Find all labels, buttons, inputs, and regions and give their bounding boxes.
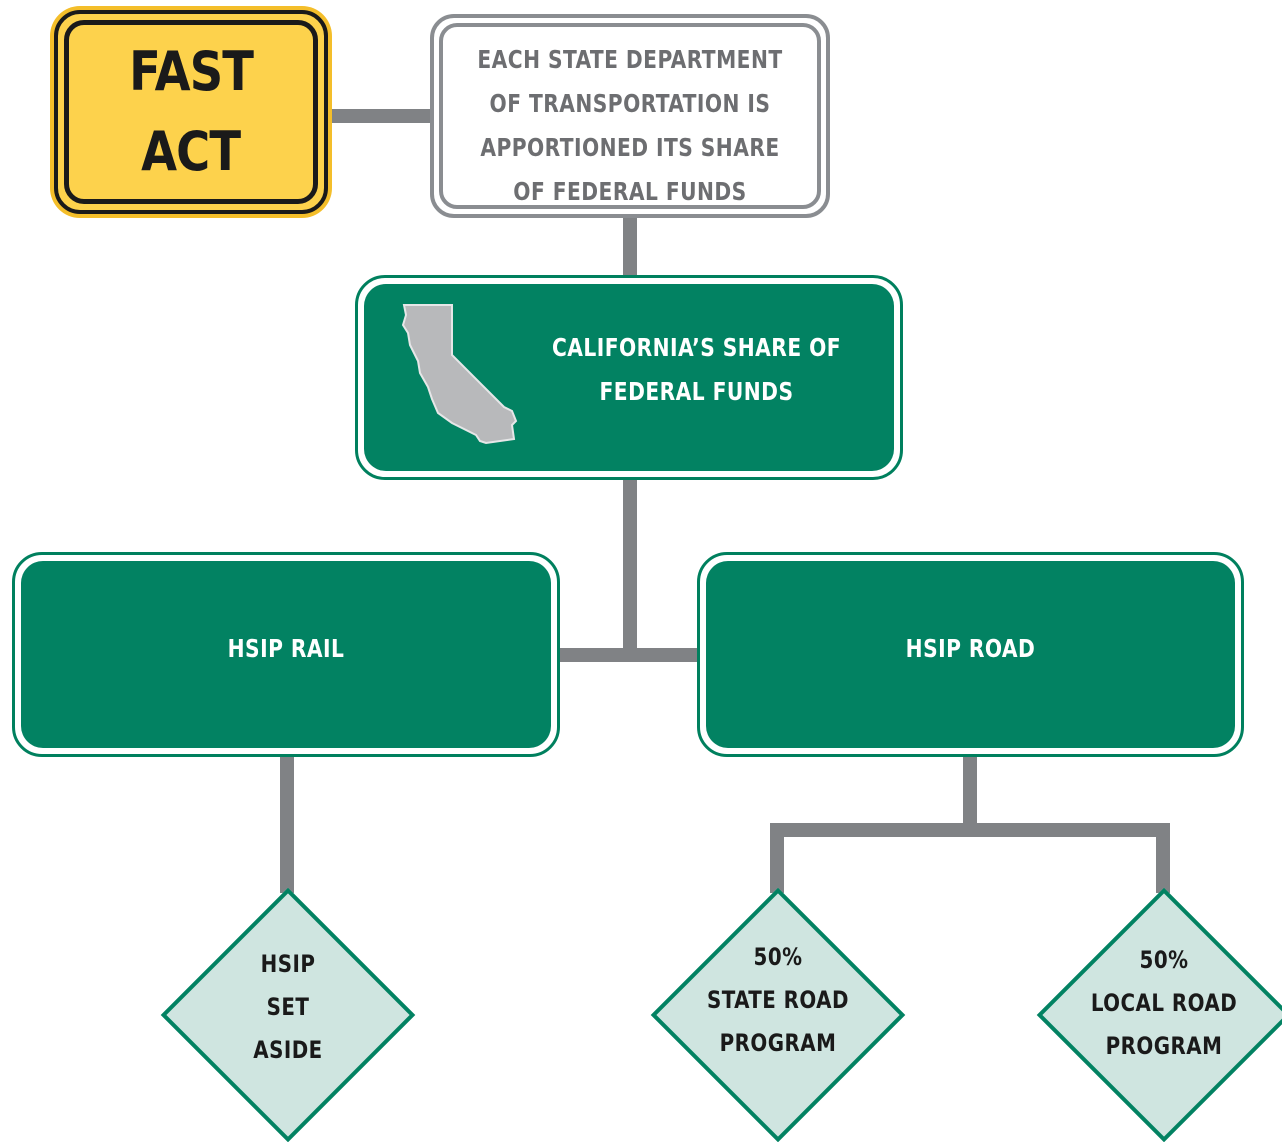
california-line: CALIFORNIA’S SHARE OF [551, 333, 842, 362]
connector-dot-to-california [623, 216, 637, 278]
fast-act-line2: ACT [141, 120, 241, 183]
hsip-rail-text: HSIP RAIL [227, 634, 345, 663]
state-road-line: PROGRAM [719, 1029, 837, 1057]
hsip-rail-label: HSIP RAIL [15, 627, 557, 671]
connector-rail-to-setaside [280, 753, 294, 893]
fast-act-line1: FAST [128, 40, 254, 103]
state-dot-line: APPORTIONED ITS SHARE [480, 133, 780, 162]
local-road-line: 50% [1139, 946, 1189, 974]
state-road-program-diamond: 50% STATE ROAD PROGRAM [650, 887, 906, 1142]
connector-fastact-to-dot [326, 109, 432, 123]
hsip-road-label: HSIP ROAD [700, 627, 1241, 671]
local-road-line: PROGRAM [1105, 1032, 1223, 1060]
local-road-line: LOCAL ROAD [1090, 989, 1238, 1017]
local-road-text: 50% LOCAL ROAD PROGRAM [1037, 939, 1282, 1068]
california-line: FEDERAL FUNDS [599, 377, 794, 406]
state-dot-box: EACH STATE DEPARTMENT OF TRANSPORTATION … [430, 14, 830, 218]
hsip-rail-sign: HSIP RAIL [12, 552, 560, 757]
hsip-road-sign: HSIP ROAD [697, 552, 1244, 757]
set-aside-line: SET [266, 993, 310, 1021]
california-share-label: CALIFORNIA’S SHARE OF FEDERAL FUNDS [533, 326, 860, 414]
state-dot-line: OF FEDERAL FUNDS [513, 177, 747, 206]
connector-road-down [963, 753, 977, 823]
fast-act-sign: FAST ACT [54, 10, 328, 214]
hsip-road-text: HSIP ROAD [905, 634, 1036, 663]
state-road-line: 50% [753, 943, 803, 971]
set-aside-line: HSIP [260, 950, 316, 978]
connector-road-split [770, 823, 1170, 837]
hsip-rail-panel [21, 561, 551, 748]
connector-horizontal-rail-road [556, 648, 701, 662]
state-road-text: 50% STATE ROAD PROGRAM [651, 936, 905, 1065]
state-dot-line: EACH STATE DEPARTMENT [477, 45, 783, 74]
california-map-icon [401, 304, 518, 445]
state-dot-inner-border [439, 23, 821, 209]
connector-california-down [623, 478, 637, 658]
state-dot-line: OF TRANSPORTATION IS [489, 89, 771, 118]
connector-to-local-road [1156, 823, 1170, 893]
connector-to-state-road [770, 823, 784, 893]
state-dot-text: EACH STATE DEPARTMENT OF TRANSPORTATION … [434, 38, 826, 214]
hsip-set-aside-diamond: HSIP SET ASIDE [160, 887, 416, 1142]
state-road-line: STATE ROAD [707, 986, 849, 1014]
hsip-road-panel [706, 561, 1235, 748]
local-road-program-diamond: 50% LOCAL ROAD PROGRAM [1036, 887, 1282, 1142]
set-aside-text: HSIP SET ASIDE [161, 943, 415, 1072]
set-aside-line: ASIDE [253, 1036, 323, 1064]
fast-act-inner-border [64, 20, 318, 204]
